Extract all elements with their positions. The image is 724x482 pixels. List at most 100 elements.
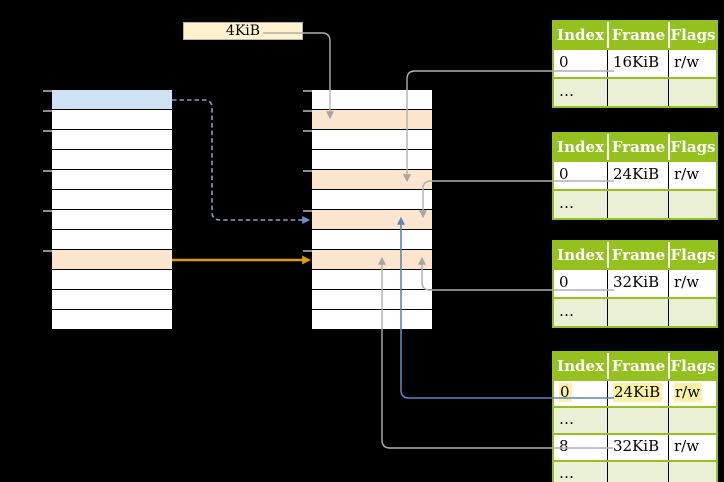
- address-tick: [43, 90, 52, 92]
- page-table-row: …: [554, 406, 716, 433]
- frame-cell: 32KiB: [607, 435, 668, 460]
- address-tick: [43, 110, 52, 112]
- page-size-label-text: 4KiB: [225, 23, 261, 39]
- flags-cell: [668, 408, 716, 433]
- memory-row: [52, 170, 172, 190]
- physical-memory-column: [312, 90, 432, 330]
- memory-row: [52, 110, 172, 130]
- memory-row: [52, 190, 172, 210]
- index-cell: 0: [559, 273, 569, 291]
- frame-cell: 16KiB: [607, 50, 668, 77]
- address-tick: [43, 250, 52, 252]
- highlighted-value: 24KiB: [613, 383, 663, 402]
- arrow-virtual-page-dashed-translation: [172, 99, 311, 224]
- page-table-row: …: [554, 460, 716, 482]
- page-table-row: …: [554, 297, 716, 326]
- flags-cell: r/w: [668, 162, 716, 189]
- address-tick: [43, 210, 52, 212]
- flags-cell: r/w: [668, 381, 716, 406]
- page-table-row: …: [554, 77, 716, 106]
- index-cell: …: [559, 194, 574, 212]
- memory-row: [312, 190, 432, 210]
- header-flags-cell: Flags: [668, 22, 716, 48]
- memory-row: [312, 270, 432, 290]
- frame-cell: [607, 408, 668, 433]
- index-cell: 0: [559, 165, 569, 183]
- address-tick: [303, 130, 312, 132]
- memory-row-orange: [312, 250, 432, 270]
- flags-cell: [668, 79, 716, 106]
- header-frame-cell: Frame: [607, 353, 668, 379]
- address-tick: [303, 170, 312, 172]
- frame-cell: [607, 191, 668, 218]
- address-tick: [303, 110, 312, 112]
- header-flags-cell: Flags: [668, 353, 716, 379]
- frame-cell: [607, 462, 668, 482]
- virtual-memory-column: [52, 90, 172, 330]
- header-index-cell: Index: [557, 26, 604, 44]
- memory-row-orange: [312, 170, 432, 190]
- flags-cell: r/w: [668, 50, 716, 77]
- memory-row: [312, 90, 432, 110]
- memory-row: [312, 230, 432, 250]
- flags-cell: r/w: [668, 435, 716, 460]
- memory-row: [52, 310, 172, 330]
- frame-cell: 32KiB: [607, 270, 668, 297]
- index-cell: …: [559, 302, 574, 320]
- index-cell: …: [559, 464, 574, 482]
- flags-cell: [668, 191, 716, 218]
- frame-cell: 24KiB: [607, 381, 668, 406]
- memory-row-blue: [52, 90, 172, 110]
- page-table-row: 0 24KiB r/w: [554, 379, 716, 406]
- address-tick: [43, 130, 52, 132]
- address-tick: [303, 90, 312, 92]
- frame-cell: [607, 79, 668, 106]
- memory-row: [312, 310, 432, 330]
- memory-row: [312, 130, 432, 150]
- flags-cell: [668, 299, 716, 326]
- address-tick: [303, 250, 312, 252]
- header-flags-cell: Flags: [668, 134, 716, 160]
- memory-row: [52, 230, 172, 250]
- memory-row: [52, 210, 172, 230]
- frame-cell: 24KiB: [607, 162, 668, 189]
- address-tick: [303, 210, 312, 212]
- flags-cell: r/w: [668, 270, 716, 297]
- memory-row: [312, 150, 432, 170]
- memory-row-orange: [312, 110, 432, 130]
- flags-cell: [668, 462, 716, 482]
- header-index-cell: Index: [557, 138, 604, 156]
- frame-cell: [607, 299, 668, 326]
- header-frame-cell: Frame: [607, 22, 668, 48]
- memory-row: [312, 290, 432, 310]
- highlighted-value: r/w: [674, 383, 703, 402]
- memory-row: [52, 150, 172, 170]
- header-flags-cell: Flags: [668, 242, 716, 268]
- memory-row-orange: [312, 210, 432, 230]
- header-index-cell: Index: [557, 357, 604, 375]
- index-cell: …: [559, 410, 574, 428]
- address-tick: [43, 170, 52, 172]
- index-cell: 0: [554, 381, 607, 406]
- memory-row: [52, 290, 172, 310]
- index-cell: 8: [559, 437, 569, 455]
- memory-row: [52, 270, 172, 290]
- header-index-cell: Index: [557, 246, 604, 264]
- page-size-label: 4KiB: [183, 22, 303, 40]
- index-cell: 0: [559, 53, 569, 71]
- header-frame-cell: Frame: [607, 134, 668, 160]
- index-cell: …: [559, 82, 574, 100]
- memory-row-orange: [52, 250, 172, 270]
- highlighted-value: 0: [559, 383, 572, 402]
